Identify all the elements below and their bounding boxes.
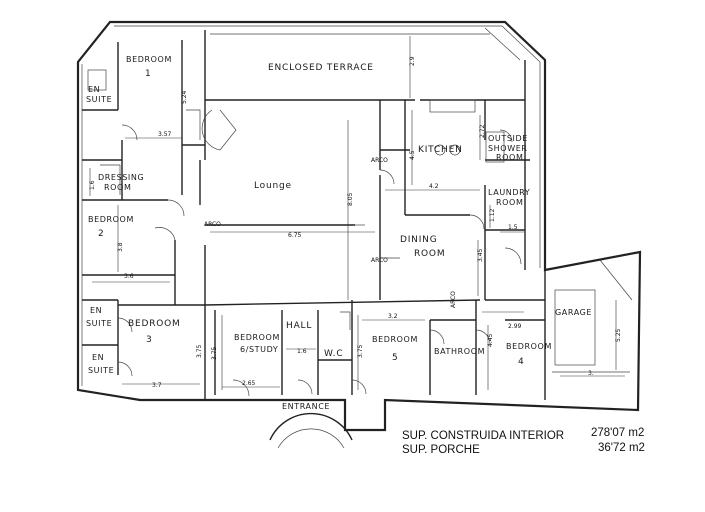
dim-5-25: 5.25 xyxy=(615,328,622,342)
label-entrance: ENTRANCE xyxy=(282,402,330,411)
label-en-suite-low: EN xyxy=(92,353,104,362)
arco-label: ARCO xyxy=(371,257,388,264)
arco-labels: ARCO ARCO ARCO ARCO xyxy=(204,157,457,308)
dim-3-8: 3.8 xyxy=(117,242,124,252)
arco-label: ARCO xyxy=(204,221,221,228)
label-laundry: LAUNDRY xyxy=(488,188,530,197)
room-labels: BEDROOM 1 EN SUITE DRESSING ROOM BEDROOM… xyxy=(86,55,592,411)
entrance-porch xyxy=(269,412,353,449)
label-bedroom3: BEDROOM xyxy=(128,319,181,329)
dim-3-2: 3.2 xyxy=(388,313,398,320)
label-en-suite-top-2: SUITE xyxy=(86,95,112,104)
summary-value-porch: 36'72 m2 xyxy=(598,442,645,454)
label-bedroom2: BEDROOM xyxy=(88,215,134,224)
surface-summary: SUP. CONSTRUIDA INTERIOR 278'07 m2 SUP. … xyxy=(402,427,645,456)
label-bedroom5-num: 5 xyxy=(392,353,399,363)
dim-3-7: 3.7 xyxy=(152,382,162,389)
label-bedroom6: BEDROOM xyxy=(234,333,280,342)
summary-value-interior: 278'07 m2 xyxy=(591,427,644,439)
label-bedroom6-2: 6/STUDY xyxy=(240,345,278,354)
dim-3-57: 3.57 xyxy=(158,131,172,138)
dim-3-45: 3.45 xyxy=(477,248,484,262)
bottom-wing-walls xyxy=(214,259,633,400)
dim-2-72: 2.72 xyxy=(479,124,486,138)
dim-5-24: 5.24 xyxy=(181,90,188,104)
label-hall: HALL xyxy=(286,321,312,331)
dim-1-12: 1.12 xyxy=(489,208,496,222)
dim-1-5: 1.5 xyxy=(508,224,518,231)
dim-2-9: 2.9 xyxy=(409,56,416,66)
dim-3: 3. xyxy=(588,370,594,377)
label-bedroom4-num: 4 xyxy=(518,357,525,367)
label-lounge: Lounge xyxy=(254,181,292,191)
summary-label-interior: SUP. CONSTRUIDA INTERIOR xyxy=(402,430,564,442)
summary-label-porch: SUP. PORCHE xyxy=(402,444,480,456)
dim-6-75: 6.75 xyxy=(288,232,302,239)
label-en-suite-low-2: SUITE xyxy=(88,366,114,375)
label-dressing: DRESSING xyxy=(98,173,144,182)
dim-2-65: 2.65 xyxy=(242,380,256,387)
label-laundry-2: ROOM xyxy=(496,198,523,207)
dimension-lines xyxy=(89,36,625,390)
label-kitchen: KITCHEN xyxy=(418,145,463,155)
dim-1-6-a: 1.6 xyxy=(89,180,96,190)
label-bedroom4: BEDROOM xyxy=(506,342,552,351)
label-dining: DINING xyxy=(400,235,437,245)
label-bathroom: BATHROOM xyxy=(434,347,485,356)
label-en-suite-mid-2: SUITE xyxy=(86,319,112,328)
dim-3-75-a: 3.75 xyxy=(211,346,218,360)
label-terrace: ENCLOSED TERRACE xyxy=(268,63,374,73)
outer-walls xyxy=(76,20,642,432)
dim-8-05: 8.05 xyxy=(347,192,354,206)
dim-4-2: 4.2 xyxy=(429,183,439,190)
label-outside-shower-3: ROOM xyxy=(496,153,523,162)
dimension-labels: 5.24 3.57 2.9 4.5 2.72 4.2 1.6 8.05 1.12… xyxy=(89,56,622,389)
label-bedroom1: BEDROOM xyxy=(126,55,172,64)
label-dining-2: ROOM xyxy=(414,249,445,259)
label-garage: GARAGE xyxy=(555,308,592,317)
arco-label: ARCO xyxy=(450,291,457,308)
label-en-suite-top: EN xyxy=(88,85,100,94)
dim-4-45: 4.45 xyxy=(487,333,494,347)
fixtures xyxy=(87,69,596,366)
dim-3-6: 3.6 xyxy=(124,273,134,280)
label-outside-shower: OUTSIDE xyxy=(488,134,528,143)
dim-4-5: 4.5 xyxy=(409,150,416,160)
central-walls xyxy=(204,100,530,306)
label-en-suite-mid: EN xyxy=(90,306,102,315)
label-bedroom1-num: 1 xyxy=(145,69,152,79)
dim-1-6-b: 1.6 xyxy=(297,348,307,355)
label-dressing-2: ROOM xyxy=(104,183,131,192)
dim-3-75-c: 3.75 xyxy=(357,344,364,358)
arco-label: ARCO xyxy=(371,157,388,164)
label-bedroom5: BEDROOM xyxy=(372,335,418,344)
label-outside-shower-2: SHOWER xyxy=(488,144,528,153)
dim-2-99: 2.99 xyxy=(508,323,522,330)
dim-3-75-b: 3.75 xyxy=(196,344,203,358)
label-wc: W.C xyxy=(324,349,343,359)
label-bedroom2-num: 2 xyxy=(98,229,105,239)
label-bedroom3-num: 3 xyxy=(146,335,153,345)
